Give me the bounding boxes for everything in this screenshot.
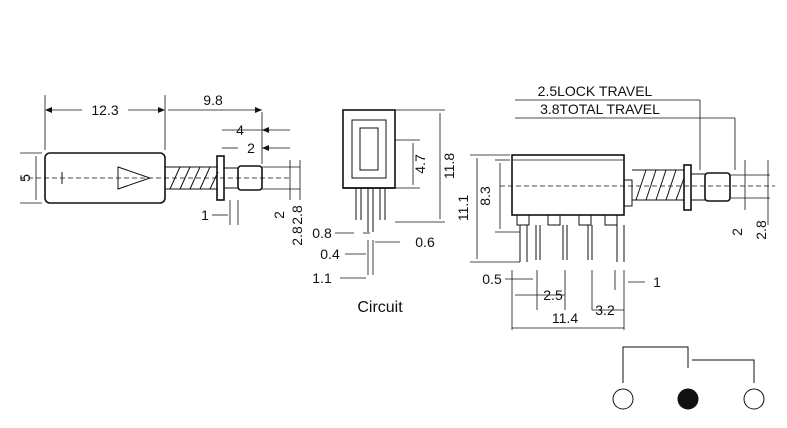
dim-side-small-2: 2	[729, 228, 745, 236]
front-view: 11.8 4.7 0.8 2.8 0.6 0.4 1.1 Circuit	[289, 109, 457, 316]
circuit-caption: Circuit	[357, 299, 403, 316]
dim-body-length: 12.3	[91, 102, 118, 118]
front-inner-frame	[351, 119, 387, 179]
right-side-view: 2.5LOCK TRAVEL 3.8TOTAL TRAVEL	[455, 83, 775, 330]
dim-total-travel: 4	[236, 122, 244, 138]
dim-side-height: 11.1	[455, 195, 471, 221]
circuit-symbol	[612, 346, 765, 410]
side-body-outline	[511, 154, 625, 216]
side-spring-coil	[632, 169, 685, 201]
side-pins	[516, 214, 625, 262]
open-contact-right-icon	[743, 388, 765, 410]
dim-front-inner-height: 4.7	[412, 154, 428, 174]
dim-side-pin-1: 1	[653, 274, 661, 290]
dim-small-2-8: 2.8	[289, 205, 305, 225]
dim-lock-travel: 2	[247, 140, 255, 156]
dim-height: 5	[17, 174, 33, 182]
side-plunger-cap	[704, 172, 731, 202]
total-travel-label: 3.8TOTAL TRAVEL	[540, 101, 660, 117]
dim-side-pin-0-5: 0.5	[482, 271, 502, 287]
dim-side-pitch: 2.5	[543, 287, 563, 303]
dim-side-small-2-8: 2.8	[753, 220, 769, 240]
side-plunger-flange	[683, 164, 692, 211]
dim-pin-0-6: 0.6	[415, 234, 435, 250]
dim-pin-2-8: 2.8	[289, 226, 305, 246]
left-side-view: 12.3 9.8 4 2 5 1 2 2.8	[17, 92, 305, 225]
dim-pin-1-1: 1.1	[312, 270, 332, 286]
lock-travel-label: 2.5LOCK TRAVEL	[538, 83, 653, 99]
plunger-cap	[237, 165, 263, 191]
dim-side-width-3-2: 3.2	[595, 302, 615, 318]
dim-pin-0-4: 0.4	[320, 246, 340, 262]
front-body-outline	[342, 109, 396, 189]
common-contact-icon	[677, 388, 699, 410]
dim-front-height: 11.8	[441, 153, 457, 179]
dim-pin-0-8: 0.8	[312, 225, 332, 241]
direction-arrow-icon	[117, 166, 152, 190]
dim-pin-width: 1	[201, 207, 209, 223]
open-contact-left-icon	[612, 388, 634, 410]
dim-side-width-11-4: 11.4	[552, 310, 578, 326]
dim-small-2: 2	[271, 211, 287, 219]
dim-plunger-length: 9.8	[203, 92, 223, 108]
spring-coil	[165, 166, 219, 190]
front-plunger	[359, 127, 379, 171]
dim-side-body-height: 8.3	[477, 186, 493, 206]
